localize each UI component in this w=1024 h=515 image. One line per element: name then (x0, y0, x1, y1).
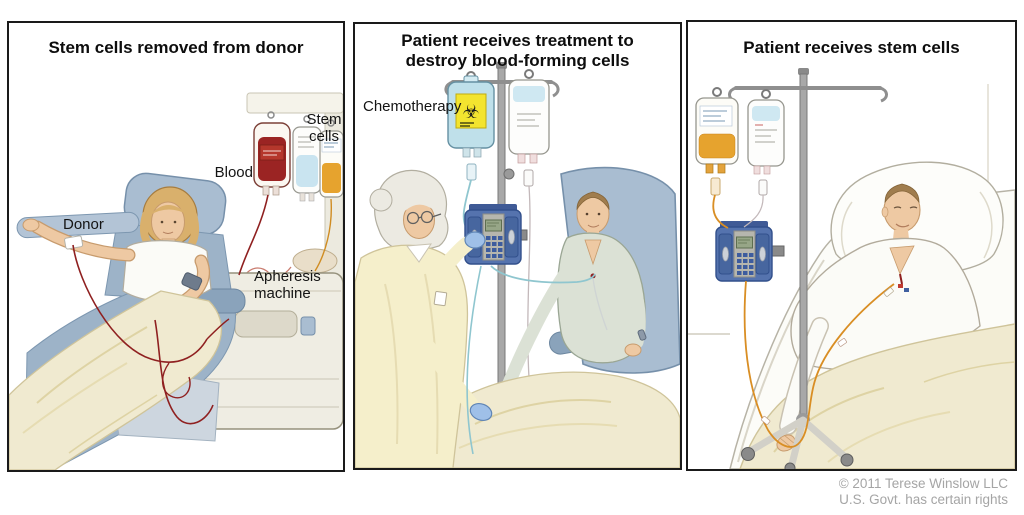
copyright-credit: © 2011 Terese Winslow LLC U.S. Govt. has… (839, 476, 1008, 507)
donor-blanket (9, 290, 223, 470)
infusion-pump (715, 221, 785, 282)
blood-label: Blood (214, 164, 253, 181)
nurse-figure (355, 169, 493, 468)
chemotherapy-bag: ☣ (447, 71, 495, 233)
rights-line: U.S. Govt. has certain rights (839, 491, 1008, 507)
panel-stem-cell-infusion: Patient receives stem cells (686, 20, 1017, 471)
donor-label: Donor (63, 216, 104, 233)
panel2-illustration: ☣ (355, 62, 680, 468)
stem-cell-bag (695, 87, 739, 229)
panel3-illustration (688, 68, 1015, 469)
blood-bag (238, 111, 291, 276)
panel1-illustration (9, 92, 343, 470)
patient-figure (492, 191, 647, 411)
blood-tubing (72, 244, 230, 425)
panel-chemotherapy: Patient receives treatment to destroy bl… (353, 22, 682, 470)
copyright-line: © 2011 Terese Winslow LLC (838, 476, 1008, 491)
chemotherapy-label: Chemotherapy (363, 98, 462, 115)
plasma-bag (292, 115, 322, 202)
panel2-title: Patient receives treatment to destroy bl… (401, 31, 634, 71)
stem-cell-bag (314, 119, 343, 272)
patient-blanket (448, 371, 680, 468)
stem-cells-label: Stem cells (306, 111, 342, 146)
apheresis-machine-label: Apheresis machine (254, 268, 321, 303)
saline-bag (743, 89, 785, 228)
panel3-title: Patient receives stem cells (743, 38, 960, 57)
biohazard-icon: ☣ (462, 102, 479, 123)
stem-cell-tubing (743, 280, 895, 448)
chemo-tubing (466, 265, 596, 455)
panel-stem-cells-removed: Stem cells removed from donor Donor Bloo… (7, 21, 345, 472)
panel1-title: Stem cells removed from donor (48, 38, 304, 57)
